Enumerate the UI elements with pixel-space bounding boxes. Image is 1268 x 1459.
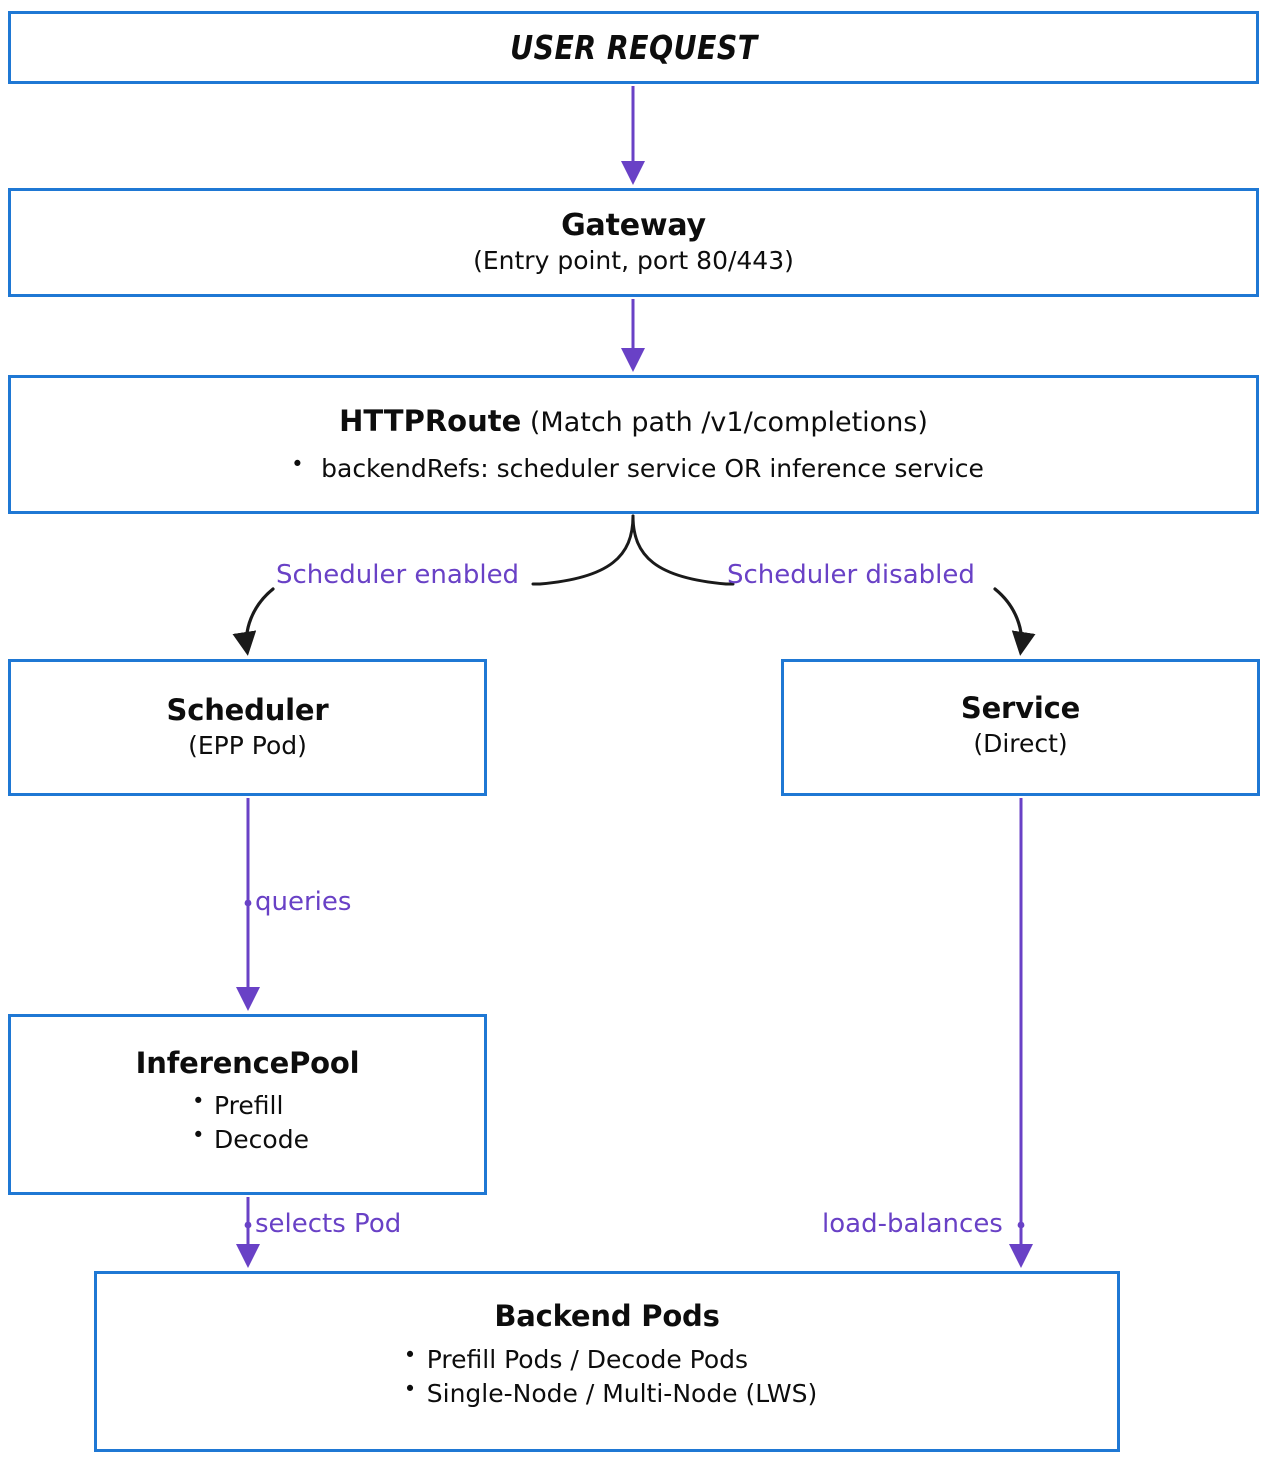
node-scheduler-title: Scheduler: [166, 693, 329, 727]
node-backend-pods-title: Backend Pods: [494, 1299, 720, 1333]
node-user-request-title: USER REQUEST: [509, 27, 758, 67]
node-gateway-title: Gateway: [561, 208, 706, 244]
edge-label-scheduler-disabled: Scheduler disabled: [727, 560, 975, 590]
edge-branch-scheduler-disabled: [993, 587, 1036, 656]
node-scheduler-subtitle: (EPP Pod): [188, 731, 307, 761]
edge-branch-scheduler-enabled: [232, 587, 275, 656]
node-gateway-subtitle: (Entry point, port 80/443): [473, 245, 794, 275]
node-httproute-title: HTTPRoute: [339, 404, 522, 438]
edge-label-anchor-selects-pod: [244, 1221, 252, 1229]
list-item: Prefill: [186, 1088, 309, 1123]
node-inferencepool-title: InferencePool: [135, 1046, 360, 1080]
edge-label-queries: queries: [255, 887, 352, 917]
edge-label-load-balances: load-balances: [822, 1209, 1003, 1239]
edge-label-scheduler-enabled: Scheduler enabled: [276, 560, 520, 590]
list-item: backendRefs: scheduler service OR infere…: [283, 451, 984, 486]
node-gateway[interactable]: Gateway (Entry point, port 80/443): [8, 188, 1259, 297]
node-service-subtitle: (Direct): [973, 729, 1068, 759]
node-scheduler[interactable]: Scheduler (EPP Pod): [8, 659, 487, 796]
list-item: Prefill Pods / Decode Pods: [397, 1342, 818, 1377]
node-httproute-headline: HTTPRoute (Match path /v1/completions): [339, 404, 928, 438]
node-inferencepool[interactable]: InferencePool Prefill Decode: [8, 1014, 487, 1195]
node-httproute-subtitle: (Match path /v1/completions): [529, 407, 928, 438]
node-httproute-bullets: backendRefs: scheduler service OR infere…: [283, 451, 984, 486]
node-backend-pods[interactable]: Backend Pods Prefill Pods / Decode Pods …: [94, 1271, 1120, 1452]
edge-label-selects-pod: selects Pod: [255, 1209, 402, 1239]
edge-fork-stem-right: [631, 514, 735, 586]
list-item: Single-Node / Multi-Node (LWS): [397, 1376, 818, 1411]
node-backend-pods-bullets: Prefill Pods / Decode Pods Single-Node /…: [397, 1342, 818, 1411]
node-user-request[interactable]: USER REQUEST: [8, 11, 1259, 84]
edge-fork-stem-left: [531, 514, 635, 586]
edge-label-anchor-queries: [244, 899, 252, 907]
list-item: Decode: [186, 1122, 309, 1157]
node-httproute[interactable]: HTTPRoute (Match path /v1/completions) b…: [8, 375, 1259, 514]
node-service-title: Service: [960, 691, 1081, 725]
edge-label-anchor-load-balances: [1017, 1221, 1025, 1229]
node-inferencepool-bullets: Prefill Decode: [186, 1088, 309, 1157]
node-service[interactable]: Service (Direct): [781, 659, 1260, 796]
